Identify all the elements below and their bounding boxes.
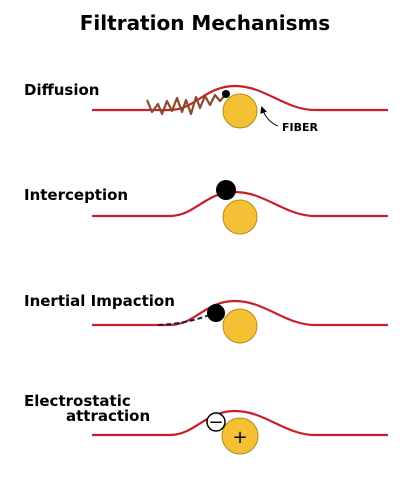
particle-diffusion	[222, 90, 230, 98]
fiber-label: FIBER	[282, 121, 319, 134]
streamline-diffusion	[92, 84, 388, 112]
label-inertial-impaction: Inertial Impaction	[24, 292, 175, 310]
particle-interception	[216, 180, 236, 200]
particle-negative-charge: −	[208, 412, 223, 433]
label-electrostatic-line2: attraction	[66, 407, 150, 425]
fiber-electrostatic	[221, 417, 259, 455]
panel-inertial-impaction: Inertial Impaction	[24, 292, 388, 344]
label-electrostatic-line1: Electrostatic	[24, 392, 131, 410]
panel-interception: Interception	[24, 180, 388, 235]
label-interception: Interception	[24, 186, 128, 204]
inertial-trajectory	[157, 312, 215, 326]
label-diffusion: Diffusion	[24, 81, 99, 99]
panel-diffusion: Diffusion FIBER	[24, 81, 388, 134]
brownian-path	[145, 93, 227, 116]
streamline-electrostatic	[92, 409, 388, 437]
fiber-positive-charge: +	[232, 427, 247, 448]
fiber-inertial	[222, 308, 258, 344]
diagram-title: Filtration Mechanisms	[80, 11, 330, 35]
particle-electrostatic	[206, 412, 226, 432]
particle-inertial	[207, 304, 225, 322]
fiber-diffusion	[222, 93, 258, 129]
panel-electrostatic: Electrostatic attraction + −	[24, 392, 388, 455]
fiber-interception	[222, 199, 258, 235]
fiber-pointer-arrow	[260, 106, 279, 127]
